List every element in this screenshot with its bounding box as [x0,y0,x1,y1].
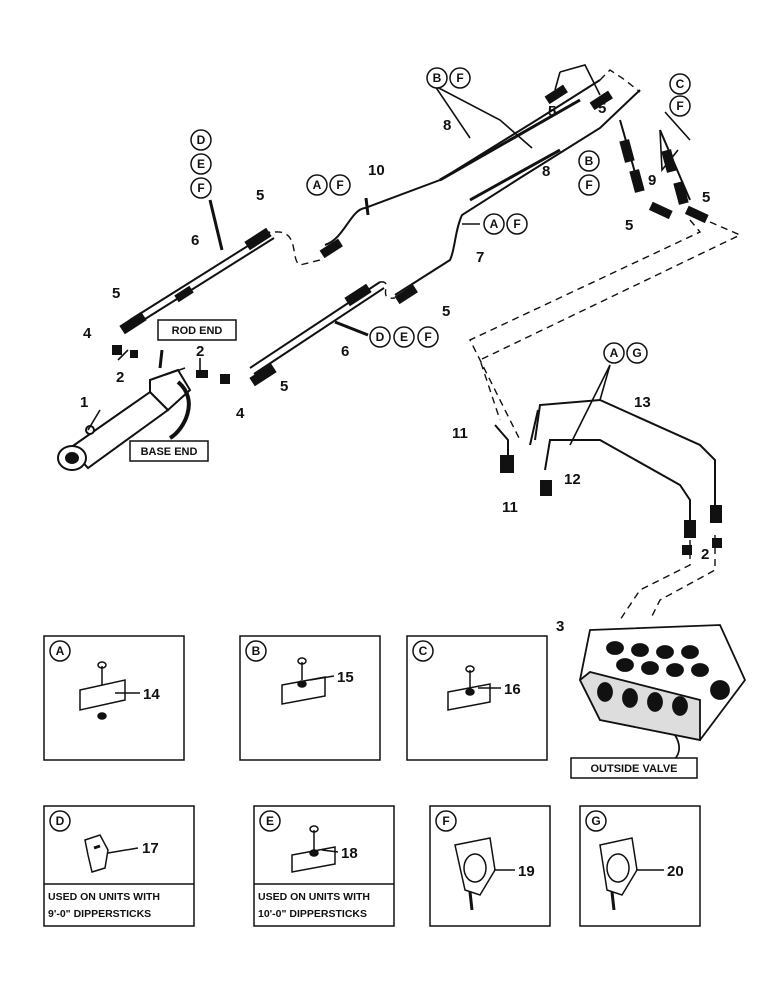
svg-text:8: 8 [443,117,451,134]
base-end-callout: BASE END [129,440,209,462]
svg-text:G: G [632,346,641,360]
svg-text:7: 7 [476,249,484,266]
svg-text:F: F [456,71,463,85]
svg-text:5: 5 [625,217,633,234]
svg-text:5: 5 [598,100,606,117]
control-valve [578,624,747,771]
svg-text:9: 9 [648,172,656,189]
part-number-labels: 1 2 2 2 3 4 4 5 5 5 5 5 5 5 5 6 6 7 8 8 … [80,100,710,635]
svg-text:OUTSIDE VALVE: OUTSIDE VALVE [591,763,678,775]
circled-letter-text: D E F A F A F D E F B F C F B F A G [197,71,685,360]
svg-text:15: 15 [337,669,354,686]
svg-text:4: 4 [83,325,92,342]
inset-panel-g: G 20 [579,805,701,927]
circled-letter-groups [190,67,691,364]
svg-text:5: 5 [256,187,264,204]
rod-end-callout: ROD END [157,319,237,341]
svg-text:5: 5 [702,189,710,206]
svg-text:USED ON UNITS WITH: USED ON UNITS WITH [258,891,370,903]
svg-text:5: 5 [280,378,288,395]
svg-text:E: E [400,330,408,344]
svg-text:4: 4 [236,405,245,422]
svg-text:2: 2 [116,369,124,386]
svg-text:E: E [197,157,205,171]
svg-text:8: 8 [542,163,550,180]
svg-text:BASE END: BASE END [141,446,198,458]
svg-text:20: 20 [667,863,684,880]
inset-panel-a: A 14 [43,635,185,761]
inset-panel-b: B 15 [239,635,381,761]
svg-text:E: E [266,814,274,828]
svg-text:18: 18 [341,845,358,862]
svg-text:6: 6 [341,343,349,360]
svg-text:16: 16 [504,681,521,698]
svg-text:10: 10 [368,162,385,179]
svg-text:A: A [490,217,499,231]
svg-text:D: D [197,133,206,147]
svg-text:10'-0" DIPPERSTICKS: 10'-0" DIPPERSTICKS [258,908,367,920]
svg-text:F: F [513,217,520,231]
svg-text:C: C [419,644,428,658]
svg-text:2: 2 [196,343,204,360]
svg-text:A: A [610,346,619,360]
hose-fittings [112,84,709,387]
svg-text:F: F [442,814,449,828]
valve-tube-fittings [500,455,722,555]
svg-text:USED ON UNITS WITH: USED ON UNITS WITH [48,891,160,903]
inset-panel-c: C 16 [406,635,548,761]
inset-panel-f: F 19 [429,805,551,927]
inset-panel-e: E 18 USED ON UNITS WITH 10'-0" DIPPERSTI… [253,805,395,927]
svg-text:A: A [313,178,322,192]
svg-text:F: F [197,181,204,195]
svg-text:11: 11 [452,425,468,442]
outside-valve-callout: OUTSIDE VALVE [570,757,698,779]
svg-text:11: 11 [502,499,518,516]
svg-text:D: D [376,330,385,344]
svg-text:3: 3 [556,618,564,635]
svg-text:5: 5 [112,285,120,302]
svg-text:A: A [56,644,65,658]
svg-text:6: 6 [191,232,199,249]
svg-text:2: 2 [701,546,709,563]
svg-text:17: 17 [142,840,159,857]
svg-text:F: F [424,330,431,344]
svg-text:12: 12 [564,471,581,488]
svg-text:B: B [585,154,594,168]
svg-text:B: B [252,644,261,658]
svg-text:9'-0" DIPPERSTICKS: 9'-0" DIPPERSTICKS [48,908,151,920]
svg-text:5: 5 [442,303,450,320]
svg-text:F: F [585,178,592,192]
svg-text:5: 5 [548,103,556,120]
svg-text:14: 14 [143,686,160,703]
svg-text:D: D [56,814,65,828]
valve-tubes [494,398,716,530]
svg-text:F: F [336,178,343,192]
svg-text:B: B [433,71,442,85]
svg-text:C: C [676,77,685,91]
svg-text:19: 19 [518,863,535,880]
svg-text:1: 1 [80,394,88,411]
svg-text:F: F [676,99,683,113]
svg-text:G: G [591,814,600,828]
leader-lines [87,64,691,446]
svg-text:ROD END: ROD END [172,325,223,337]
hydraulic-cylinder [57,349,192,471]
svg-text:13: 13 [634,394,651,411]
inset-panel-d: D 17 USED ON UNITS WITH 9'-0" DIPPERSTIC… [43,805,195,927]
